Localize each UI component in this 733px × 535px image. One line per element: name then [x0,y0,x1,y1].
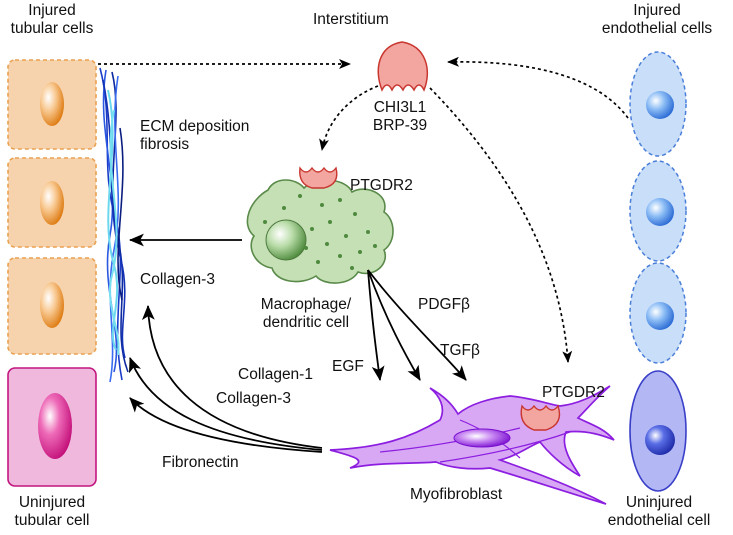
ptgdr2-macrophage-receptor [299,166,338,189]
pdgfb-arrow-2 [367,269,467,381]
injured-tubular-cells [7,59,97,355]
tgfb-label: TGFβ [440,342,480,359]
injured-tubular-label: Injured tubular cells [10,2,94,37]
myofibroblast-nucleus [453,428,511,448]
injured-endothelial-label: Injured endothelial cells [601,2,713,37]
collagen3-bottom-label: Collagen-3 [216,390,291,407]
tubular-nucleus [40,181,64,225]
endothelial-nucleus [646,91,674,119]
interstitium-label: Interstitium [313,11,389,28]
macrophage-nucleus [265,219,307,261]
egf-label: EGF [332,358,364,375]
endothelial-to-chi3l1-arrow [447,56,629,119]
uninjured-endothelial-cell [629,370,687,492]
collagen1-label: Collagen-1 [238,366,313,383]
chi3l1-to-macrophage-arrow [319,85,379,151]
ptgdr2-macrophage-label: PTGDR2 [350,177,413,194]
chi3l1-to-myofibroblast-arrow [429,87,573,363]
dashed-arrows [98,56,629,363]
uninjured-tubular-cell [7,367,97,487]
myofibroblast-fibronectin-arrow [129,397,323,453]
macrophage-label: Macrophage/ dendritic cell [260,296,352,331]
uninjured-tubular-nucleus [38,393,72,459]
collagen3-top-label: Collagen-3 [140,271,215,288]
endothelial-nucleus [646,302,674,330]
tubular-nucleus [40,282,64,328]
tubular-nucleus [40,82,64,126]
myofibroblast-collagen1-arrow [129,357,323,451]
uninjured-tubular-label: Uninjured tubular cell [14,494,90,529]
endothelial-nucleus [646,198,674,226]
myofibroblast-label: Myofibroblast [410,486,503,503]
ecm-fibers [99,67,129,383]
chi3l1-molecule [377,41,428,92]
injured-endothelial-cells [629,51,687,364]
uninjured-endothelial-label: Uninjured endothelial cell [607,494,711,529]
uninjured-endothelial-nucleus [645,425,675,455]
ptgdr2-myofibroblast-label: PTGDR2 [542,384,605,401]
macrophage-granules [263,194,377,270]
fibronectin-label: Fibronectin [162,454,239,471]
egf-arrow [367,269,385,382]
solid-arrows [128,233,467,453]
myofibroblast-collagen3-arrow [141,304,323,449]
pdgfb-label: PDGFβ [418,296,470,313]
ptgdr2-myofibroblast-receptor [520,404,561,431]
ecm-deposition-label: ECM deposition fibrosis [140,118,250,153]
pdgfb-arrow-1 [367,269,421,381]
macrophage-cell [246,179,394,284]
chi3l1-label: CHI3L1 BRP-39 [372,99,428,134]
